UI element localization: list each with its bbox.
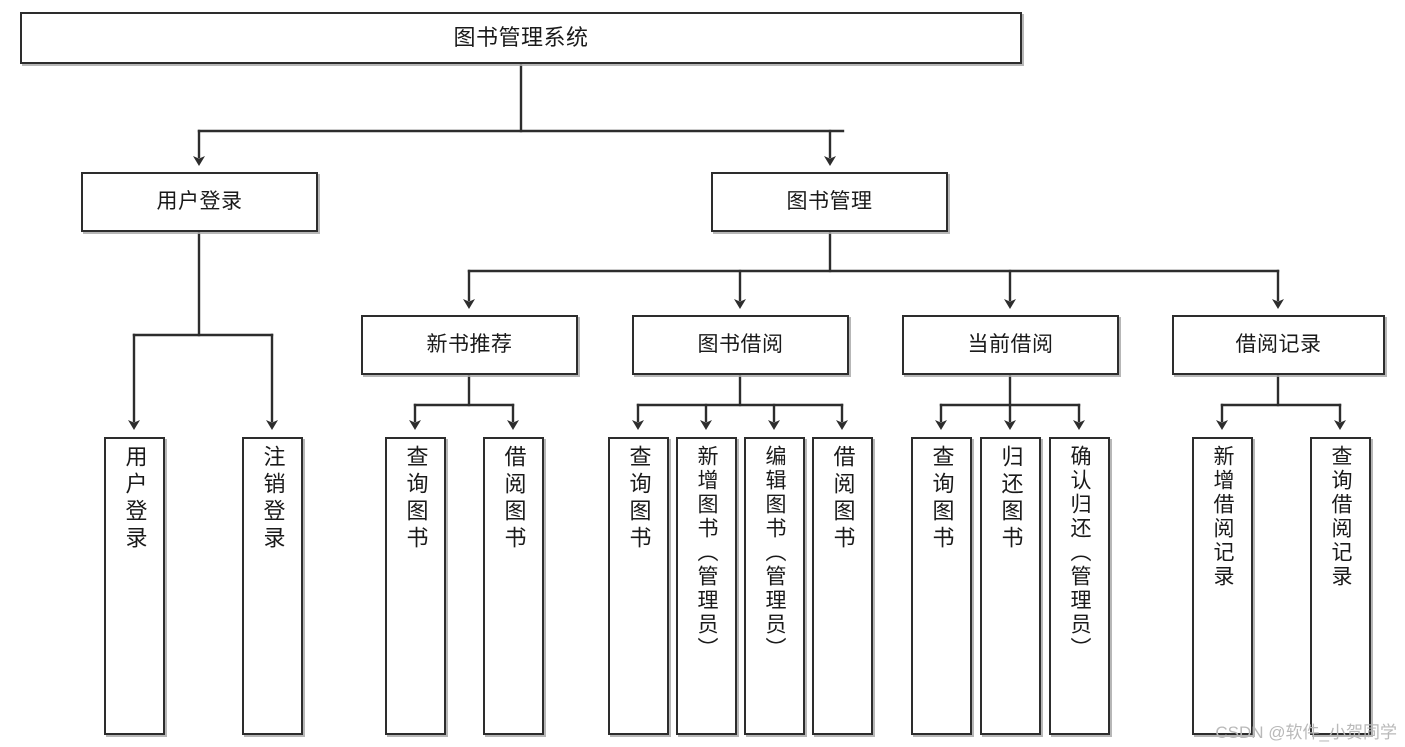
node-leaf-confirm-return-label: 确认归还（管理员） — [1068, 445, 1091, 661]
node-new-book-recommend-label: 新书推荐 — [426, 332, 513, 356]
node-root[interactable]: 图书管理系统 — [20, 12, 1022, 64]
node-current-borrow[interactable]: 当前借阅 — [902, 315, 1119, 375]
node-root-label: 图书管理系统 — [453, 25, 589, 51]
node-current-borrow-label: 当前借阅 — [967, 332, 1054, 356]
node-book-manage[interactable]: 图书管理 — [711, 172, 948, 232]
node-leaf-query-book-1-label: 查询图书 — [403, 445, 429, 553]
node-leaf-borrow-book-1-label: 借阅图书 — [501, 445, 527, 553]
node-user-login-label: 用户登录 — [156, 189, 243, 213]
node-leaf-logout[interactable]: 注销登录 — [242, 437, 303, 735]
node-leaf-query-book-2-label: 查询图书 — [626, 445, 652, 553]
node-book-borrow[interactable]: 图书借阅 — [632, 315, 849, 375]
node-leaf-confirm-return[interactable]: 确认归还（管理员） — [1049, 437, 1110, 735]
node-leaf-query-record-label: 查询借阅记录 — [1329, 445, 1352, 589]
node-leaf-edit-book-label: 编辑图书（管理员） — [763, 445, 786, 661]
node-leaf-user-login[interactable]: 用户登录 — [104, 437, 165, 735]
node-leaf-return-book[interactable]: 归还图书 — [980, 437, 1041, 735]
node-leaf-add-record-label: 新增借阅记录 — [1211, 445, 1234, 589]
node-leaf-add-record[interactable]: 新增借阅记录 — [1192, 437, 1253, 735]
node-leaf-edit-book[interactable]: 编辑图书（管理员） — [744, 437, 805, 735]
node-leaf-user-login-label: 用户登录 — [122, 445, 148, 553]
watermark: CSDN @软件_小贺同学 — [1215, 723, 1397, 742]
node-leaf-add-book[interactable]: 新增图书（管理员） — [676, 437, 737, 735]
node-leaf-query-book-3-label: 查询图书 — [929, 445, 955, 553]
node-leaf-borrow-book-2[interactable]: 借阅图书 — [812, 437, 873, 735]
node-leaf-borrow-book-1[interactable]: 借阅图书 — [483, 437, 544, 735]
node-borrow-record[interactable]: 借阅记录 — [1172, 315, 1385, 375]
node-leaf-logout-label: 注销登录 — [260, 445, 286, 553]
node-book-borrow-label: 图书借阅 — [697, 332, 784, 356]
node-leaf-add-book-label: 新增图书（管理员） — [695, 445, 718, 661]
node-leaf-return-book-label: 归还图书 — [998, 445, 1024, 553]
node-new-book-recommend[interactable]: 新书推荐 — [361, 315, 578, 375]
node-leaf-query-book-1[interactable]: 查询图书 — [385, 437, 446, 735]
node-book-manage-label: 图书管理 — [786, 189, 873, 213]
node-borrow-record-label: 借阅记录 — [1235, 332, 1322, 356]
node-leaf-query-book-3[interactable]: 查询图书 — [911, 437, 972, 735]
node-leaf-query-book-2[interactable]: 查询图书 — [608, 437, 669, 735]
node-leaf-query-record[interactable]: 查询借阅记录 — [1310, 437, 1371, 735]
node-user-login[interactable]: 用户登录 — [81, 172, 318, 232]
node-leaf-borrow-book-2-label: 借阅图书 — [830, 445, 856, 553]
